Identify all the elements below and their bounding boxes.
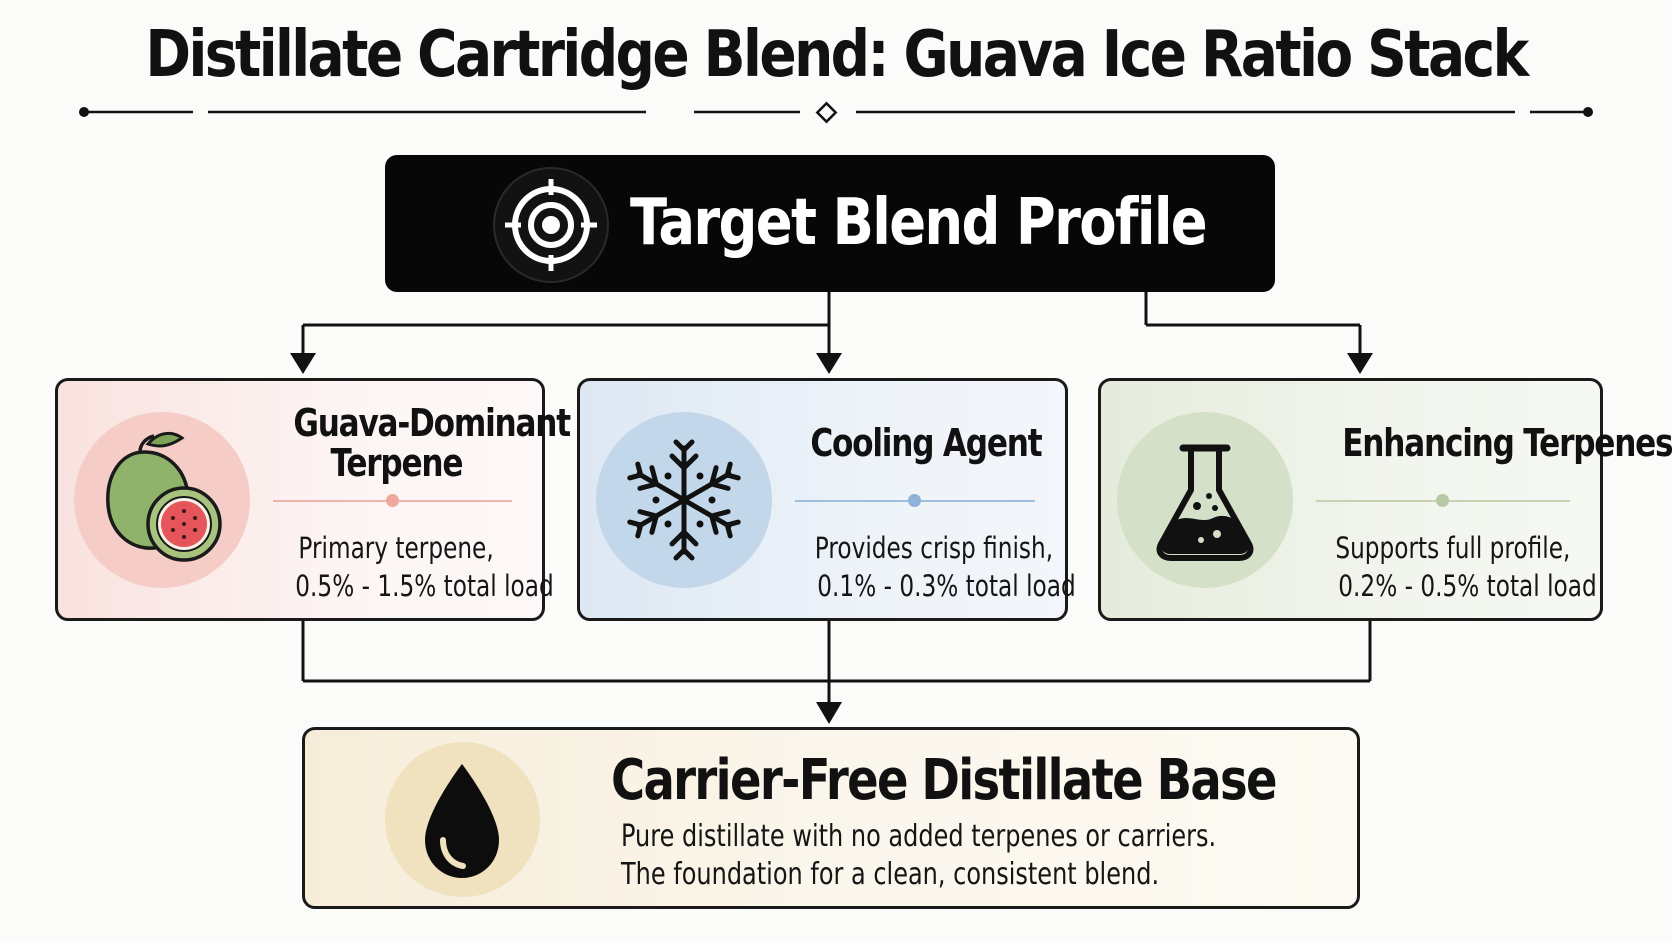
droplet-icon bbox=[385, 742, 540, 897]
target-blend-profile-label: Target Blend Profile bbox=[630, 186, 1208, 260]
guava-card-divider bbox=[273, 494, 512, 507]
cooling-card-description: Provides crisp finish, 0.1% - 0.3% total… bbox=[814, 531, 1076, 603]
guava-card-description: Primary terpene, 0.5% - 1.5% total load bbox=[295, 531, 554, 603]
cooling-agent-card: Cooling Agent Provides crisp finish, 0.1… bbox=[577, 378, 1076, 621]
page-title: Distillate Cartridge Blend: Guava Ice Ra… bbox=[145, 18, 1529, 92]
enhancing-card-heading: Enhancing Terpenes bbox=[1342, 421, 1672, 465]
target-blend-profile-box: Target Blend Profile bbox=[385, 155, 1275, 292]
base-description: Pure distillate with no added terpenes o… bbox=[621, 819, 1217, 892]
enhancing-terpenes-card: Enhancing Terpenes Supports full profile… bbox=[1098, 378, 1672, 621]
base-title: Carrier-Free Distillate Base bbox=[611, 748, 1278, 813]
guava-dominant-terpene-card: Guava-Dominant Terpene Primary terpene, … bbox=[55, 378, 571, 621]
enhancing-card-divider bbox=[1316, 494, 1570, 507]
cooling-card-divider bbox=[795, 494, 1035, 507]
target-icon bbox=[493, 167, 609, 283]
cooling-card-heading: Cooling Agent bbox=[810, 421, 1042, 465]
guava-icon bbox=[74, 412, 250, 588]
flask-icon bbox=[1117, 412, 1293, 588]
snowflake-icon bbox=[596, 412, 772, 588]
guava-card-heading: Guava-Dominant Terpene bbox=[293, 401, 571, 485]
enhancing-card-description: Supports full profile, 0.2% - 0.5% total… bbox=[1335, 531, 1597, 603]
carrier-free-distillate-base-box: Carrier-Free Distillate Base Pure distil… bbox=[302, 727, 1360, 909]
